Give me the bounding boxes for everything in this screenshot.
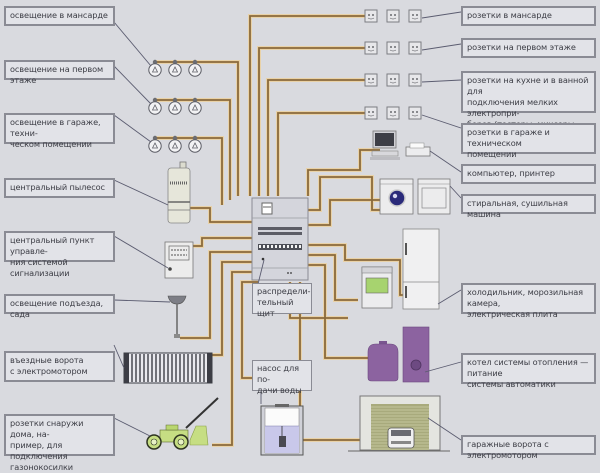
label-distribution-board: распредели- тельный щит xyxy=(252,283,312,318)
garage-sockets-row xyxy=(364,106,422,120)
socket-icon xyxy=(408,73,422,87)
breaker xyxy=(271,245,273,248)
socket-icon xyxy=(386,73,400,87)
ground-floor-sockets-row xyxy=(364,41,422,55)
label-computer-printer: компьютер, принтер xyxy=(461,164,596,184)
breaker xyxy=(283,245,285,248)
lawn-mower-icon xyxy=(146,397,219,450)
socket-icon xyxy=(386,41,400,55)
label-garage-lighting: освещение в гараже, техни- ческом помеще… xyxy=(4,113,115,149)
breaker xyxy=(267,245,269,248)
label-outdoor-sockets: розетки снаружи дома, на- пример, для по… xyxy=(4,414,115,472)
socket-icon xyxy=(386,106,400,120)
label-ground-floor-lighting: освещение на первом этаже xyxy=(4,60,115,85)
car-icon xyxy=(387,427,415,449)
breaker xyxy=(259,245,261,248)
alarm-panel-icon xyxy=(164,241,194,279)
socket-icon xyxy=(364,41,378,55)
garage-door-icon xyxy=(348,395,450,452)
socket-icon xyxy=(408,106,422,120)
wiring-diagram xyxy=(113,9,462,456)
label-water-pump: насос для по- дачи воды xyxy=(252,360,312,395)
socket-icon xyxy=(386,9,400,23)
label-boiler: котел системы отопления — питание систем… xyxy=(461,353,596,389)
label-attic-sockets: розетки в мансарде xyxy=(461,6,596,26)
electric-stove-icon xyxy=(361,266,393,309)
garden-lamp-icon xyxy=(167,295,187,338)
computer-icon xyxy=(370,130,400,160)
label-entrance-gate: въездные ворота с электромотором xyxy=(4,351,115,382)
washing-machine-icon xyxy=(379,178,414,215)
label-alarm-control: центральный пункт управле- ния системой … xyxy=(4,231,115,278)
boiler-icon xyxy=(367,326,430,383)
printer-icon xyxy=(405,142,431,157)
garage-bulbs xyxy=(148,135,202,153)
breaker xyxy=(279,245,281,248)
label-fridge-stove: холодильник, морозильная камера, электри… xyxy=(461,283,596,319)
socket-icon xyxy=(408,41,422,55)
socket-icon xyxy=(364,73,378,87)
label-attic-lighting: освещение в мансарде xyxy=(4,6,115,26)
label-kitchen-bath-sockets: розетки на кухне и в ванной для подключе… xyxy=(461,71,596,140)
dryer-icon xyxy=(417,178,451,215)
wires xyxy=(155,14,405,447)
breaker xyxy=(263,245,265,248)
label-central-vacuum: центральный пылесос xyxy=(4,178,115,198)
breaker xyxy=(299,245,301,248)
ground-floor-bulbs xyxy=(148,97,202,115)
breaker xyxy=(295,245,297,248)
central-vacuum-icon xyxy=(167,161,191,224)
label-garage-sockets: розетки в гараже и техническом помещении xyxy=(461,123,596,159)
water-pump-icon xyxy=(260,404,304,456)
entrance-gate-icon xyxy=(123,352,213,384)
label-washer-dryer: стиральная, сушильная машина xyxy=(461,194,596,219)
socket-icon xyxy=(364,9,378,23)
breaker xyxy=(287,245,289,248)
label-ground-floor-sockets: розетки на первом этаже xyxy=(461,38,596,58)
socket-icon xyxy=(364,106,378,120)
label-garage-door: гаражные ворота с электромотором xyxy=(461,435,596,460)
attic-sockets-row xyxy=(364,9,422,23)
fridge-icon xyxy=(402,228,440,310)
breaker xyxy=(291,245,293,248)
attic-bulbs xyxy=(148,59,202,77)
socket-icon xyxy=(408,9,422,23)
kitchen-sockets-row xyxy=(364,73,422,87)
label-porch-garden-lighting: освещение подъезда, сада xyxy=(4,294,115,319)
breaker xyxy=(275,245,277,248)
distribution-board-icon xyxy=(251,197,309,281)
